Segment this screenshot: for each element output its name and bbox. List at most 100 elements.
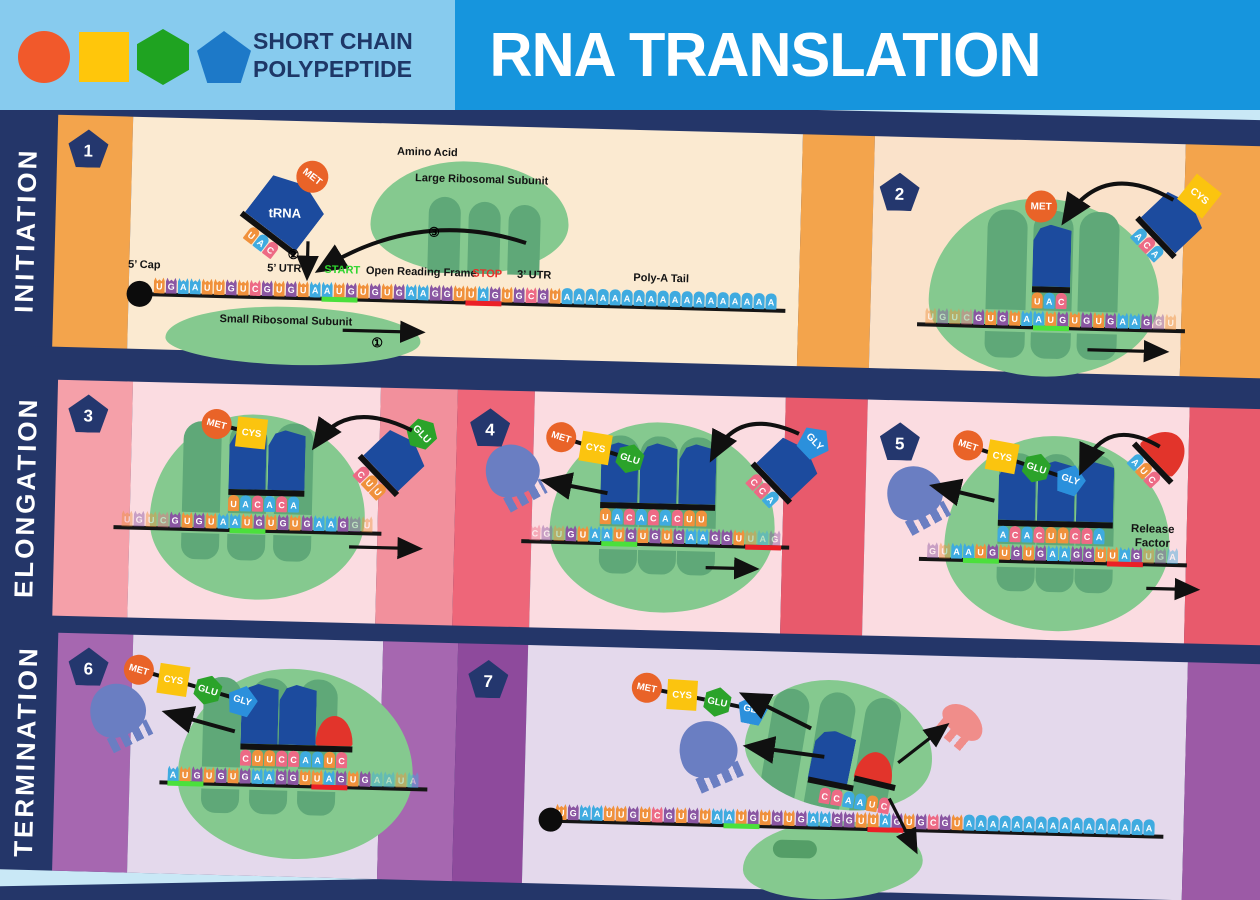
nucleotide-A: A bbox=[819, 811, 830, 827]
cys-square-icon bbox=[79, 32, 129, 82]
nucleotide-A: A bbox=[311, 751, 324, 768]
nucleotide-A: A bbox=[987, 815, 999, 832]
nucleotide-U: U bbox=[238, 279, 249, 295]
nucleotide-G: G bbox=[664, 807, 675, 823]
nucleotide-G: G bbox=[796, 810, 807, 826]
nucleotide-A: A bbox=[879, 812, 890, 828]
nucleotide-A: A bbox=[724, 808, 735, 824]
nucleotide-A: A bbox=[765, 293, 777, 310]
nucleotide-A: A bbox=[1011, 815, 1023, 833]
nucleotide-U: U bbox=[736, 809, 747, 825]
nucleotide-U: U bbox=[214, 279, 225, 295]
ribosome-arch-lower bbox=[637, 549, 677, 575]
nucleotide-G: G bbox=[987, 543, 998, 559]
nucleotide-A: A bbox=[963, 543, 974, 559]
nucleotide-A: A bbox=[808, 810, 819, 826]
nucleotide-C: C bbox=[239, 749, 252, 766]
nucleotide-A: A bbox=[1107, 818, 1119, 835]
gly-pentagon-icon bbox=[197, 31, 251, 83]
nucleotide-G: G bbox=[915, 813, 926, 829]
nucleotide-A: A bbox=[589, 526, 600, 542]
nucleotide-G: G bbox=[215, 767, 226, 783]
ribosome-arch-lower bbox=[1030, 332, 1071, 360]
page-title: RNA TRANSLATION bbox=[489, 20, 1042, 90]
nucleotide-G: G bbox=[166, 278, 177, 294]
nucleotide-A: A bbox=[697, 528, 708, 544]
nucleotide-A: A bbox=[1021, 310, 1032, 326]
ribosome-spot bbox=[772, 839, 818, 859]
nucleotide-A: A bbox=[323, 770, 334, 786]
start-label: START bbox=[324, 263, 361, 277]
nucleotide-G: G bbox=[688, 807, 699, 823]
nucleotide-C: C bbox=[623, 508, 636, 525]
nucleotide-A: A bbox=[1131, 818, 1143, 836]
amino-acid-label: Amino Acid bbox=[396, 145, 458, 160]
nucleotide-U: U bbox=[745, 530, 756, 546]
nucleotide-A: A bbox=[597, 288, 609, 306]
nucleotide-G: G bbox=[1083, 546, 1094, 562]
stop-codon-underline bbox=[465, 300, 502, 307]
nucleotide-G: G bbox=[541, 525, 552, 541]
nucleotide-G: G bbox=[513, 287, 524, 303]
nucleotide-A: A bbox=[1059, 817, 1071, 834]
amino-acid-cys: CYS bbox=[578, 430, 613, 466]
release-factor-label: Release Factor bbox=[1130, 523, 1175, 551]
nucleotide-G: G bbox=[226, 279, 237, 295]
nucleotide-G: G bbox=[335, 770, 346, 786]
ribosome-arch bbox=[985, 209, 1029, 311]
ribosome-arch-lower bbox=[272, 535, 312, 562]
nucleotide-G: G bbox=[301, 515, 312, 531]
nucleotide-A: A bbox=[729, 292, 741, 309]
nucleotide-C: C bbox=[1081, 527, 1093, 545]
nucleotide-A: A bbox=[717, 292, 729, 309]
nucleotide-G: G bbox=[441, 285, 452, 301]
nucleotide-G: G bbox=[973, 309, 984, 325]
cap-label: 5’ Cap bbox=[127, 258, 161, 272]
nucleotide-A: A bbox=[477, 286, 488, 302]
nucleotide-U: U bbox=[951, 814, 962, 830]
nucleotide-U: U bbox=[347, 770, 358, 786]
exiting-trna bbox=[669, 711, 753, 804]
nucleotide-U: U bbox=[616, 805, 627, 821]
nucleotide-U: U bbox=[289, 514, 300, 530]
nucleotide-G: G bbox=[275, 768, 286, 784]
nucleotide-U: U bbox=[263, 750, 276, 767]
amino-acid-met: MET bbox=[949, 426, 988, 465]
nucleotide-U: U bbox=[179, 766, 190, 782]
circled-2: ② bbox=[287, 246, 300, 263]
nucleotide-A: A bbox=[167, 766, 178, 782]
brand-text: SHORT CHAIN POLYPEPTIDE bbox=[253, 27, 413, 83]
nucleotide-A: A bbox=[1071, 817, 1083, 834]
ribosome-arch-lower bbox=[248, 789, 288, 815]
stripe bbox=[1181, 662, 1260, 900]
nucleotide-A: A bbox=[592, 805, 603, 821]
scene-step1: Large Ribosomal Subunit Small Ribosomal … bbox=[87, 116, 803, 369]
nucleotide-G: G bbox=[1141, 313, 1152, 329]
nucleotide-U: U bbox=[1093, 312, 1104, 328]
start-codon-underline bbox=[962, 557, 999, 564]
nucleotide-U: U bbox=[1069, 311, 1080, 327]
nucleotide-U: U bbox=[604, 805, 615, 821]
nucleotide-A: A bbox=[585, 288, 597, 305]
nucleotide-A: A bbox=[645, 290, 657, 307]
trna-a-site bbox=[278, 685, 317, 746]
nucleotide-A: A bbox=[406, 284, 417, 300]
nucleotide-A: A bbox=[633, 289, 645, 307]
nucleotide-C: C bbox=[671, 509, 684, 527]
nucleotide-C: C bbox=[1033, 526, 1045, 543]
nucleotide-C: C bbox=[335, 752, 348, 769]
nucleotide-G: G bbox=[1071, 546, 1082, 562]
nucleotide-G: G bbox=[337, 516, 348, 532]
nucleotide-C: C bbox=[961, 308, 972, 324]
nucleotide-A: A bbox=[601, 526, 612, 542]
nucleotide-U: U bbox=[975, 543, 986, 559]
nucleotide-A: A bbox=[325, 515, 336, 531]
nucleotide-A: A bbox=[251, 768, 262, 784]
amino-acid-cys: CYS bbox=[234, 416, 269, 450]
nucleotide-U: U bbox=[867, 812, 878, 828]
